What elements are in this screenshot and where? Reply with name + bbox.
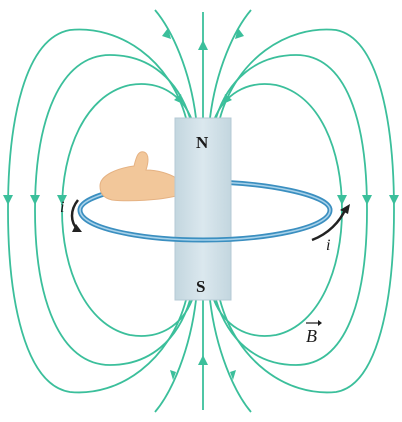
field-line-right-3 — [219, 28, 395, 394]
field-line-left-3 — [7, 28, 187, 394]
arrowhead-top-right — [235, 28, 244, 39]
magnet-south-label: S — [196, 277, 205, 296]
arrowhead-right-inner — [337, 195, 347, 205]
arrowhead-top-right-2 — [223, 94, 232, 104]
curved-arrow-icon-left — [70, 199, 82, 232]
arrowhead-bottom-center — [198, 355, 208, 365]
vector-arrow-icon — [306, 320, 322, 326]
arrowhead-bottom-left — [170, 370, 176, 380]
arrowhead-left-mid — [30, 195, 40, 205]
field-line-left-2 — [34, 54, 191, 366]
arrowhead-left-inner — [57, 195, 67, 205]
arrowhead-left-outer — [3, 195, 13, 205]
arrowhead-top-center — [198, 40, 208, 50]
field-line-left-1b — [154, 299, 197, 413]
arrowhead-right-mid — [362, 195, 372, 205]
magnet-north-label: N — [196, 133, 209, 152]
field-line-right-1b — [209, 299, 252, 413]
magnetic-field-lines — [7, 9, 395, 413]
current-loop-front-highlight — [79, 209, 331, 241]
arrowhead-top-left — [162, 28, 171, 39]
current-label-left: i — [60, 199, 64, 216]
field-line-left-1 — [154, 9, 197, 119]
field-arrowheads — [3, 28, 399, 380]
curved-arrow-icon-right — [311, 204, 350, 242]
arrowhead-right-outer — [389, 195, 399, 205]
hand-thumb-icon — [99, 151, 177, 202]
field-line-right-4 — [213, 83, 343, 337]
arrowhead-bottom-right — [230, 370, 236, 380]
field-vector-label: B — [306, 326, 317, 346]
field-line-left-4 — [61, 83, 193, 337]
field-line-right-2 — [215, 54, 368, 366]
arrowhead-top-left-2 — [174, 94, 183, 104]
field-line-right-1 — [209, 9, 252, 119]
current-label-right: i — [326, 237, 330, 254]
bar-magnet — [174, 117, 232, 301]
